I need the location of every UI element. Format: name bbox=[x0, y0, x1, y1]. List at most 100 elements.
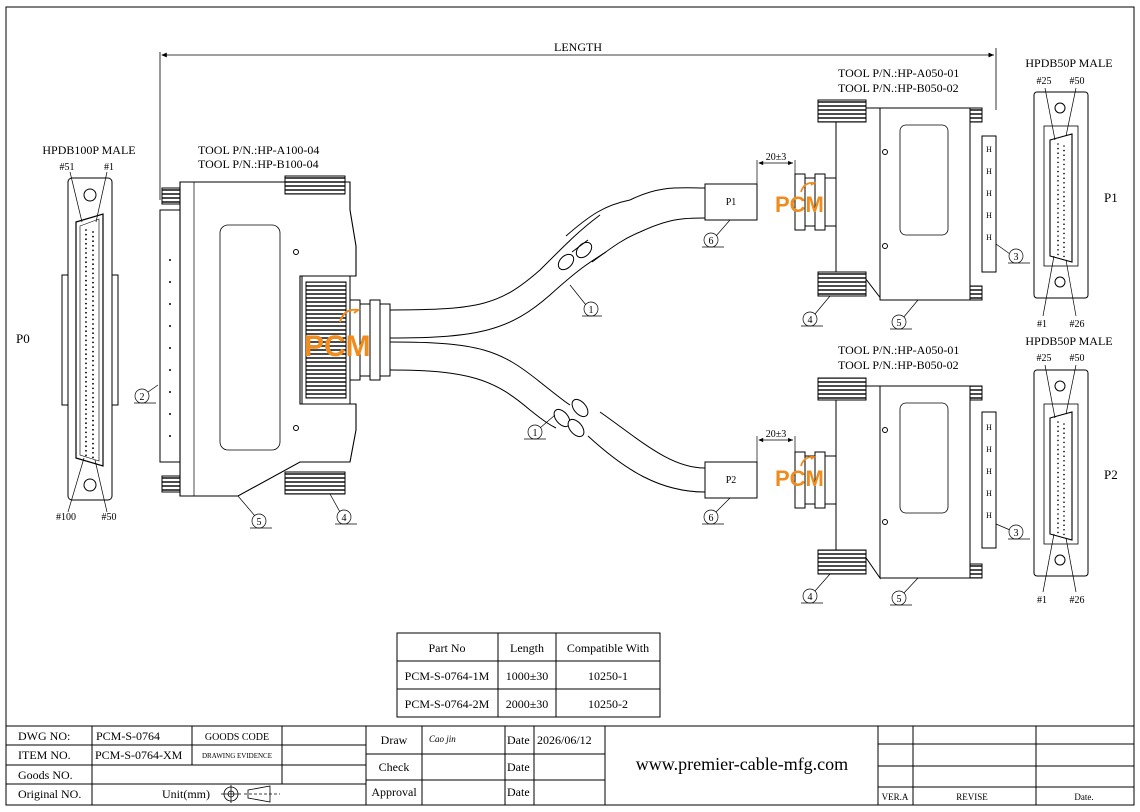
date-label-draw: Date bbox=[507, 733, 530, 747]
item-no-value: PCM-S-0764-XM bbox=[95, 748, 183, 762]
pin-dot bbox=[1057, 212, 1059, 214]
pin-dot bbox=[85, 385, 87, 388]
p2-front-view: HPDB50P MALE P2 #25 #50 #1 #26 bbox=[1025, 334, 1117, 606]
dwg-no-value: PCM-S-0764 bbox=[96, 729, 160, 743]
p1-sleeve-label: P1 bbox=[726, 197, 737, 208]
p2-pin-1: #1 bbox=[1037, 595, 1047, 606]
pin-dot bbox=[1063, 145, 1065, 147]
pin-dot bbox=[1063, 228, 1065, 230]
pin-dot bbox=[85, 426, 87, 429]
pin-dot bbox=[169, 259, 171, 261]
p1-pin-50: #50 bbox=[1070, 76, 1085, 87]
pin-dot bbox=[92, 313, 94, 316]
pin-dot bbox=[1063, 149, 1065, 152]
callout-numbers: 2 5 4 1 1 6 6 4 5 3 4 5 3 bbox=[140, 236, 1019, 605]
pin-dot bbox=[1063, 473, 1065, 476]
pin-dot bbox=[1063, 437, 1065, 439]
pin-dot bbox=[85, 417, 87, 420]
pin-dot bbox=[92, 336, 94, 339]
pin-dot bbox=[1057, 157, 1059, 159]
pin-dot bbox=[92, 309, 94, 312]
pin-dot bbox=[169, 281, 171, 283]
pin-dot bbox=[85, 344, 87, 346]
pin-dot bbox=[85, 247, 87, 250]
pin-dot bbox=[1063, 255, 1065, 258]
pin-dot bbox=[92, 240, 94, 243]
pin-dot bbox=[85, 334, 87, 337]
pin-dot bbox=[1063, 182, 1065, 184]
pin-dot bbox=[85, 270, 87, 273]
pin-dot bbox=[85, 380, 87, 383]
pin-dot bbox=[85, 293, 87, 296]
pcm-logo-p1: PCM bbox=[775, 182, 824, 217]
pin-dot bbox=[1063, 510, 1065, 513]
pin-dot bbox=[92, 424, 94, 427]
pin-dot bbox=[85, 436, 87, 438]
p1-pin-1: #1 bbox=[1037, 319, 1047, 330]
pin-dot bbox=[1057, 435, 1059, 437]
p2-dim: 20±3 bbox=[766, 429, 787, 440]
pin-dot bbox=[1063, 154, 1065, 156]
callout-4-p2: 4 bbox=[808, 592, 813, 603]
pin-dot bbox=[92, 304, 94, 307]
pin-dot bbox=[1063, 168, 1065, 170]
pin-dot bbox=[1057, 499, 1059, 502]
p1-title: HPDB50P MALE bbox=[1025, 56, 1112, 70]
draw-label: Draw bbox=[381, 733, 408, 747]
pin-dot bbox=[1057, 249, 1059, 251]
p1-pin-25: #25 bbox=[1037, 76, 1052, 87]
pin-dot bbox=[92, 387, 94, 390]
pcm-logo-p2: PCM bbox=[775, 456, 824, 491]
callout-1-upper: 1 bbox=[589, 305, 594, 316]
pin-dot bbox=[92, 300, 94, 302]
pin-dot bbox=[1057, 235, 1059, 237]
pin-dot bbox=[92, 235, 94, 238]
pin-dot bbox=[1063, 241, 1065, 244]
pin-dot bbox=[85, 357, 87, 360]
date-value: 2026/06/12 bbox=[537, 733, 592, 747]
pin-dot bbox=[1057, 490, 1059, 492]
pin-dot bbox=[85, 394, 87, 397]
contact-tick-icon: H bbox=[986, 211, 992, 220]
pin-dot bbox=[1063, 529, 1065, 531]
goods-no-label: Goods NO. bbox=[18, 768, 73, 782]
cable-lower bbox=[389, 341, 706, 493]
callout-3-p1: 3 bbox=[1014, 252, 1019, 263]
pin-dot bbox=[1057, 230, 1059, 233]
pin-dot bbox=[92, 263, 94, 266]
pin-dot bbox=[85, 362, 87, 365]
pin-dot bbox=[92, 373, 94, 376]
pin-dot bbox=[85, 454, 87, 457]
drawing-frame bbox=[5, 6, 1135, 806]
length-dimension: LENGTH bbox=[159, 40, 997, 200]
pin-dot bbox=[85, 302, 87, 305]
pin-dot bbox=[85, 284, 87, 287]
pin-dot bbox=[92, 318, 94, 321]
pin-dot bbox=[92, 290, 94, 293]
pin-dot bbox=[92, 401, 94, 404]
parts-cell-r1-compat: 10250-1 bbox=[588, 669, 628, 683]
pin-dot bbox=[1063, 246, 1065, 248]
revise-date-label: Date. bbox=[1074, 792, 1093, 802]
pin-dot bbox=[85, 252, 87, 254]
pin-dot bbox=[92, 267, 94, 270]
pin-dot bbox=[1057, 485, 1059, 488]
pin-dot bbox=[169, 435, 171, 437]
pin-dot bbox=[169, 391, 171, 393]
pin-dot bbox=[92, 451, 94, 454]
pin-dot bbox=[169, 347, 171, 349]
pin-dot bbox=[85, 242, 87, 245]
pin-dot bbox=[1057, 207, 1059, 210]
callout-5-p2: 5 bbox=[897, 594, 902, 605]
cable-break-upper bbox=[557, 199, 641, 271]
unit-label: Unit(mm) bbox=[162, 787, 210, 801]
cable-break-lower bbox=[553, 398, 589, 438]
contact-tick-icon: H bbox=[986, 167, 992, 176]
contact-tick-icon: H bbox=[986, 489, 992, 498]
ver-label: VER.A bbox=[882, 792, 909, 802]
pin-dot bbox=[85, 265, 87, 268]
title-block-text: DWG NO: PCM-S-0764 GOODS CODE ITEM NO. P… bbox=[18, 729, 1094, 802]
p1-dim: 20±3 bbox=[766, 152, 787, 163]
p0-pin-50: #50 bbox=[102, 512, 117, 523]
pin-dot bbox=[1057, 527, 1059, 529]
